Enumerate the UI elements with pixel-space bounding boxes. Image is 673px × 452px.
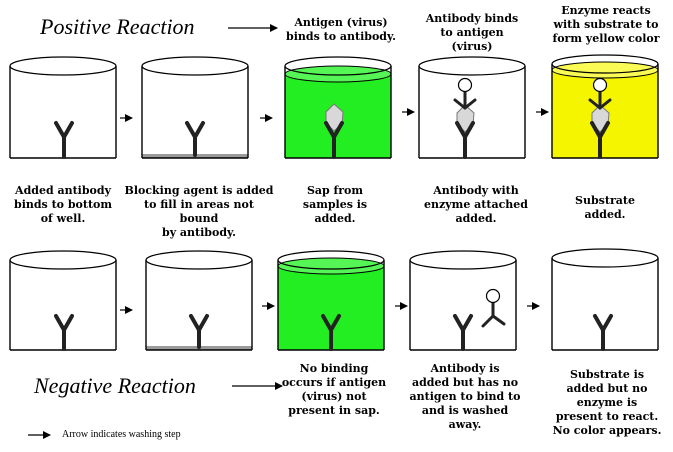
- step-desc-enzyme-antibody: Antibody with enzyme attached added.: [424, 184, 528, 225]
- enzyme-icon: [592, 77, 608, 93]
- step-desc-blocking-agent: Blocking agent is added to fill in areas…: [124, 184, 274, 239]
- well-negative-3: [277, 250, 385, 351]
- antibody-icon: [593, 314, 613, 351]
- well-positive-1: [9, 56, 117, 159]
- caption-enzyme-reacts: Enzyme reacts with substrate to form yel…: [552, 4, 660, 45]
- antibody-icon: [324, 121, 344, 159]
- enzyme-icon: [485, 288, 501, 304]
- well-positive-5: [551, 54, 659, 159]
- antibody-icon: [590, 121, 610, 159]
- antigen-icon: [325, 103, 344, 132]
- free-enzyme-antibody-icon: [481, 301, 506, 328]
- well-positive-4: [418, 56, 526, 159]
- caption-antibody-washed: Antibody is added but has no antigen to …: [409, 362, 521, 431]
- well-negative-4: [409, 250, 517, 351]
- well-positive-2: [141, 56, 249, 159]
- antibody-icon: [453, 314, 473, 351]
- caption-antibody-binds: Antibody binds to antigen (virus): [425, 12, 519, 53]
- well-negative-1: [9, 250, 117, 351]
- caption-no-color: Substrate is added but no enzyme is pres…: [552, 368, 662, 437]
- enzyme-antibody-icon: [588, 90, 612, 110]
- antibody-icon: [54, 314, 74, 351]
- well-negative-5: [551, 248, 659, 351]
- antibody-icon: [54, 121, 74, 159]
- caption-no-binding: No binding occurs if antigen (virus) not…: [281, 362, 387, 417]
- caption-antigen-binds: Antigen (virus) binds to antibody.: [286, 16, 396, 43]
- antibody-icon: [455, 121, 475, 159]
- legend-text: Arrow indicates washing step: [62, 429, 181, 440]
- well-negative-2: [145, 250, 253, 351]
- antibody-icon: [321, 314, 341, 351]
- step-desc-sap-added: Sap from samples is added.: [302, 184, 368, 225]
- step-desc-antibody-added: Added antibody binds to bottom of well.: [14, 184, 112, 225]
- positive-reaction-title: Positive Reaction: [40, 14, 195, 39]
- step-desc-substrate-added: Substrate added.: [575, 194, 635, 221]
- antibody-icon: [185, 121, 205, 157]
- enzyme-antibody-icon: [453, 90, 477, 110]
- antibody-icon: [189, 314, 209, 349]
- negative-reaction-title: Negative Reaction: [34, 373, 196, 398]
- sap-fill: [278, 266, 384, 350]
- enzyme-icon: [457, 77, 473, 93]
- well-positive-3: [284, 56, 392, 159]
